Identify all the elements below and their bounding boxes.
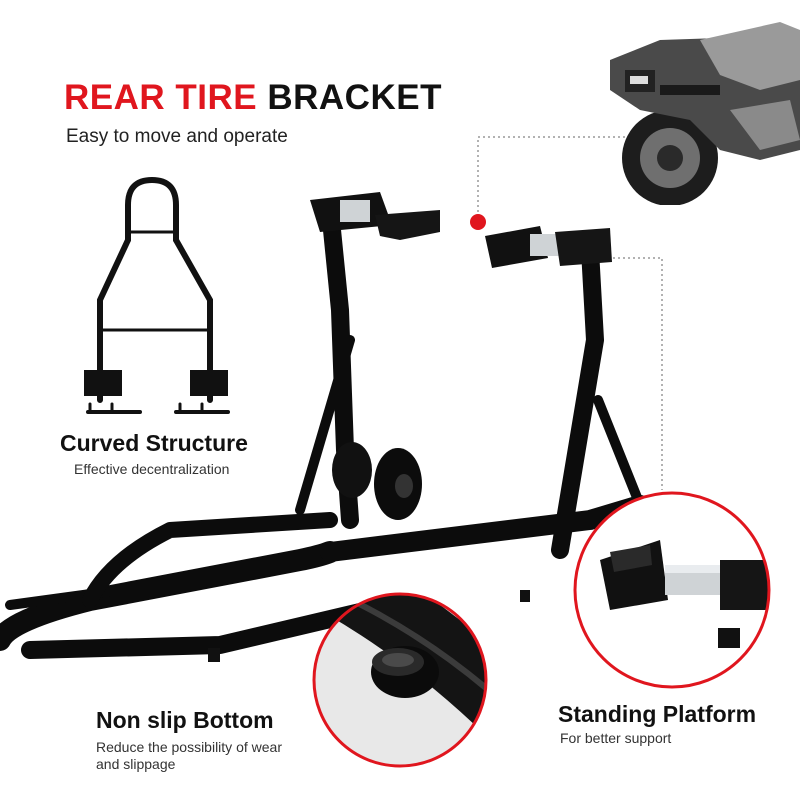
page-title: REAR TIRE BRACKET [64,80,442,115]
motorcycle-photo [610,22,800,205]
feature-nonslip-title: Non slip Bottom [96,707,274,733]
title-red: REAR TIRE [64,78,258,117]
folded-stand-photo [84,176,230,414]
zoom-circle-bottom [312,592,488,768]
zoom-circle-platform [573,491,771,689]
platform-left [310,192,440,240]
feature-platform-title: Standing Platform [558,701,757,727]
feature-curved-desc: Effective decentralization [74,461,230,477]
platform-right [485,226,612,268]
callout-dot [470,214,486,230]
page-subtitle: Easy to move and operate [66,126,288,147]
title-dark: BRACKET [267,78,442,117]
stand-feet [208,590,530,662]
stand-wheels [332,442,422,520]
feature-platform-desc: For better support [560,730,672,746]
callout-lines [477,136,663,490]
feature-curved-title: Curved Structure [60,430,248,456]
feature-nonslip-desc: Reduce the possibility of wear and slipp… [96,739,282,772]
